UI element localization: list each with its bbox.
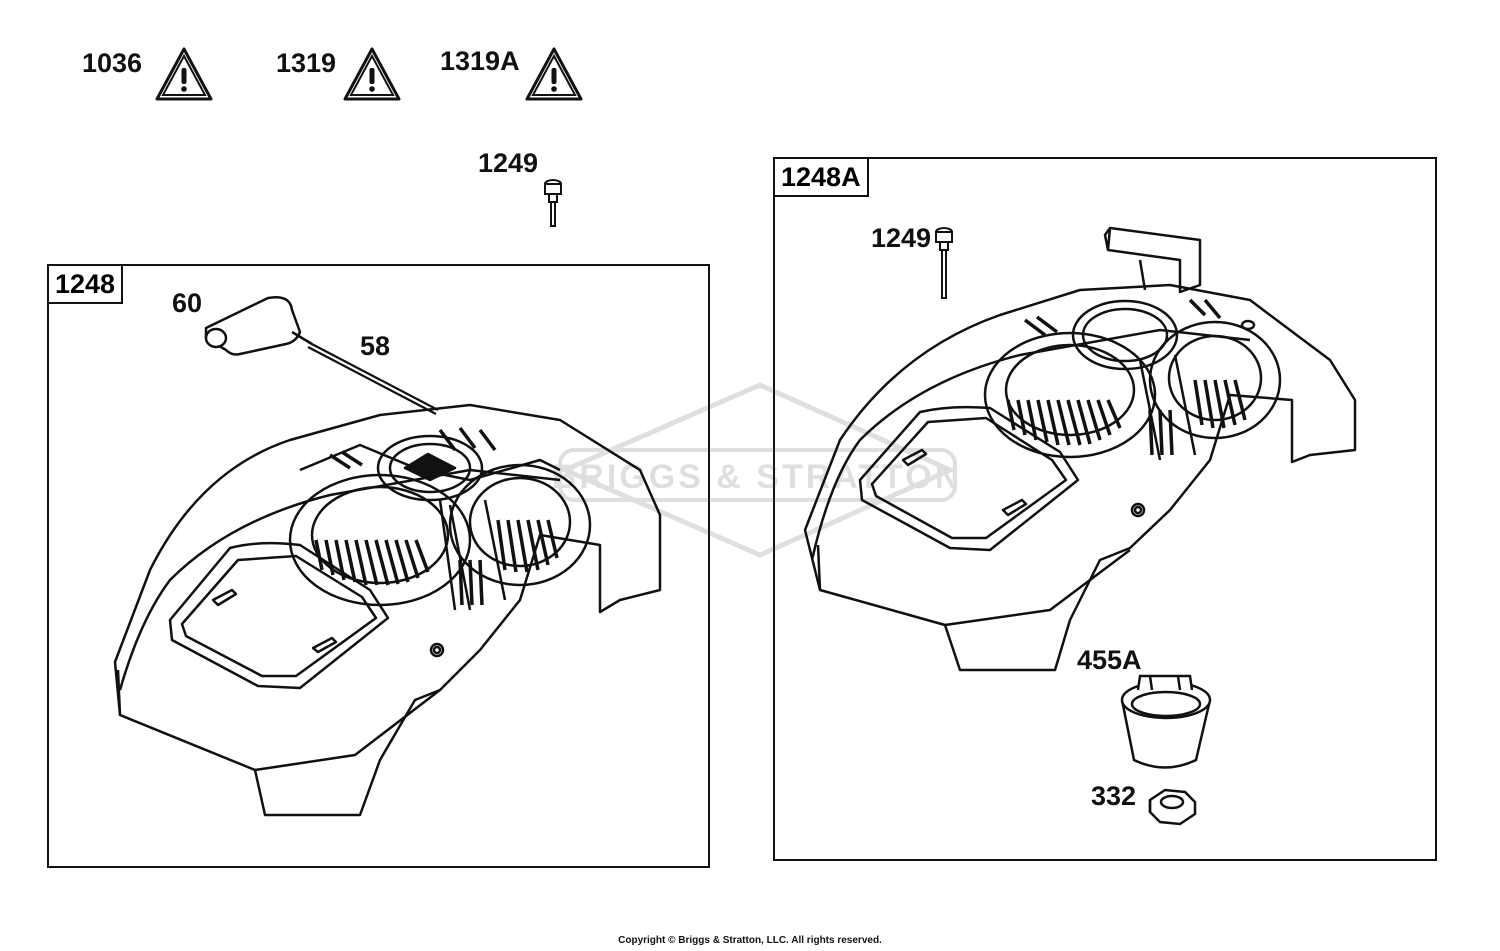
blower-housing-1248-drawing — [113, 403, 662, 817]
brand-watermark: BRIGGS & STRATTON — [552, 382, 963, 558]
assembly-box-1248: 1248 — [47, 264, 710, 868]
fan-fins-left — [314, 426, 559, 606]
warning-triangle-icon — [155, 47, 213, 101]
copyright-notice: Copyright © Briggs & Stratton, LLC. All … — [618, 935, 882, 946]
assembly-label-1248: 1248 — [49, 266, 124, 304]
part-label-60: 60 — [172, 288, 203, 318]
part-label-1249-right: 1249 — [871, 223, 932, 253]
warning-triangle-icon — [525, 47, 583, 101]
part-label-1036: 1036 — [82, 48, 143, 78]
nut-332-drawing — [1148, 788, 1197, 826]
part-label-332: 332 — [1091, 781, 1137, 811]
assembly-label-1248A: 1248A — [775, 159, 869, 197]
part-label-455A: 455A — [1077, 645, 1142, 675]
cup-455A-drawing — [1120, 674, 1212, 769]
fan-fins-right — [1006, 298, 1247, 456]
starter-handle-drawing — [204, 296, 313, 356]
part-label-1319: 1319 — [276, 48, 337, 78]
warning-triangle-icon — [343, 47, 401, 101]
part-label-1249-top: 1249 — [478, 148, 539, 178]
watermark-text: BRIGGS & STRATTON — [552, 458, 963, 496]
blower-housing-1248A-drawing — [803, 226, 1357, 672]
part-label-1319A: 1319A — [440, 46, 520, 76]
part-label-58: 58 — [360, 331, 391, 361]
starter-rope-drawing — [307, 341, 439, 415]
bolt-1249-right-drawing — [935, 227, 953, 299]
bolt-1249-drawing — [544, 179, 562, 227]
assembly-box-1248A: 1248A — [773, 157, 1437, 861]
